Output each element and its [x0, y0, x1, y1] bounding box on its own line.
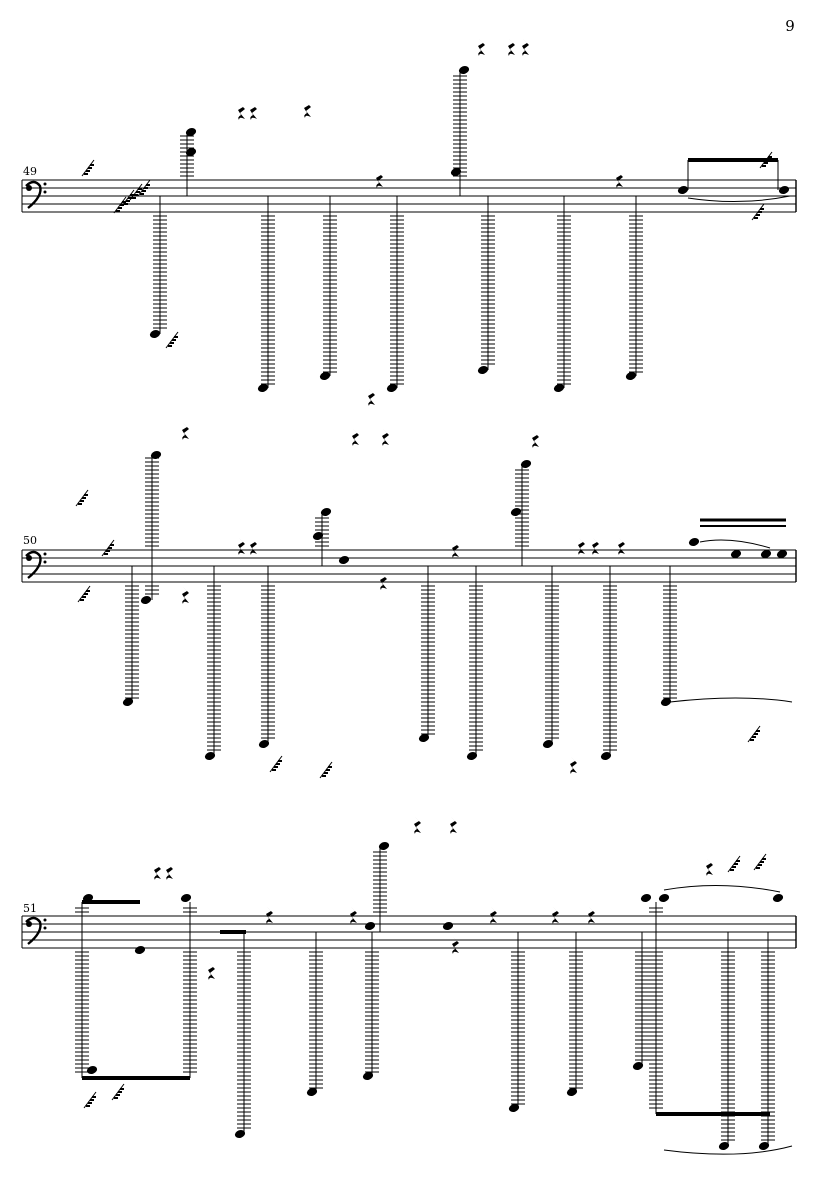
ledger-lines [721, 951, 735, 1141]
staff-lines [21, 915, 797, 949]
ledger-lines [635, 951, 649, 1061]
measure-number: 49 [23, 165, 37, 178]
beams [687, 158, 791, 203]
ledger-lines [365, 951, 379, 1073]
ledger-lines [373, 851, 387, 913]
ledger-lines [145, 457, 159, 595]
system-2: 50 [21, 423, 797, 779]
ledger-lines [629, 215, 643, 373]
ledger-lines [153, 215, 167, 329]
ledger-lines [663, 585, 677, 699]
ledger-lines [761, 951, 775, 1141]
ledger-lines [315, 517, 329, 547]
ledger-lines [569, 951, 583, 1089]
bass-clef-icon [25, 550, 47, 579]
measure-number: 50 [23, 534, 37, 547]
ledger-lines [649, 907, 663, 1109]
ledger-lines [515, 469, 529, 547]
ledger-lines [207, 585, 221, 751]
ledger-lines [180, 135, 194, 177]
ledger-lines [481, 215, 495, 365]
beams [82, 884, 793, 1155]
ledger-lines [469, 585, 483, 751]
ledger-lines [421, 585, 435, 735]
ledger-lines [511, 951, 525, 1105]
ledger-lines [323, 215, 337, 373]
ledger-lines [261, 585, 275, 739]
note-heads [121, 449, 789, 762]
ledger-lines [261, 215, 275, 385]
ledger-lines [545, 585, 559, 739]
bass-clef-icon [25, 916, 47, 945]
staff-lines [21, 549, 797, 583]
bass-clef-icon [25, 180, 47, 209]
ledger-lines [557, 215, 571, 385]
ledger-lines [309, 951, 323, 1089]
tremolo-marks [81, 151, 773, 349]
beams [669, 518, 793, 703]
rests [238, 39, 623, 406]
note-heads [148, 64, 791, 394]
ledger-lines [390, 215, 404, 385]
ledger-lines [453, 75, 467, 177]
staff-lines [21, 179, 797, 213]
measure-number: 51 [23, 902, 37, 915]
ledger-lines [183, 907, 197, 1073]
system-3: 51 [21, 817, 797, 1155]
ledger-lines [603, 585, 617, 751]
ledger-lines [237, 951, 251, 1129]
ledger-lines [75, 907, 89, 1073]
ledger-lines [125, 585, 139, 699]
system-1: 49 [21, 39, 797, 406]
page-number: 9 [785, 17, 795, 35]
tremolo-marks [75, 489, 761, 779]
tremolo-marks [83, 853, 767, 1109]
